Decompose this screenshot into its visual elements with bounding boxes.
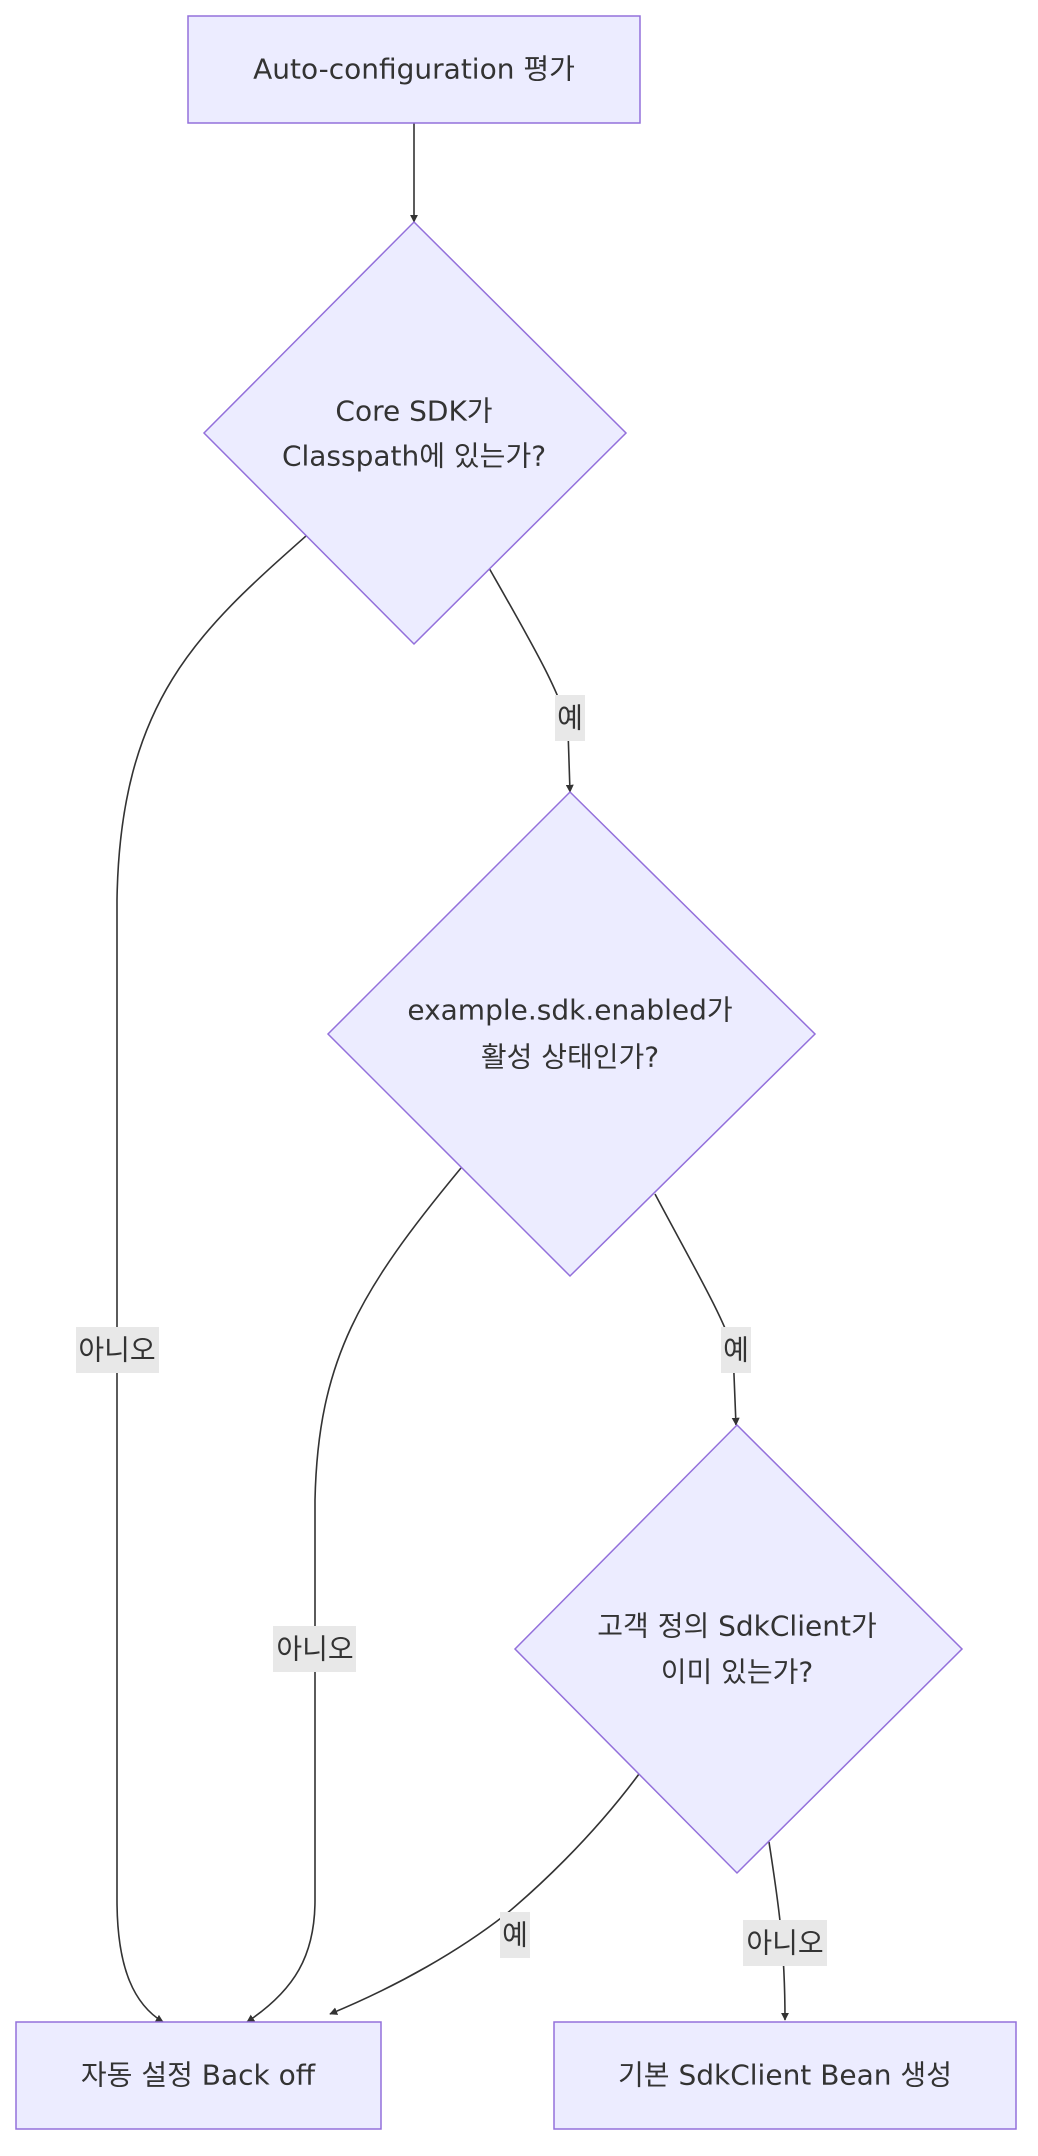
svg-text:아니오: 아니오 (746, 1927, 823, 1960)
svg-text:자동 설정 Back off: 자동 설정 Back off (81, 2059, 316, 2092)
svg-text:예: 예 (502, 1919, 528, 1952)
svg-text:Auto-configuration 평가: Auto-configuration 평가 (253, 53, 575, 86)
svg-text:예: 예 (723, 1334, 749, 1367)
svg-text:활성 상태인가?: 활성 상태인가? (481, 1041, 659, 1074)
svg-text:아니오: 아니오 (276, 1633, 353, 1666)
edge-enabled-no (246, 1167, 462, 2023)
node-core-sdk-check: Core SDK가 Classpath에 있는가? (202, 220, 628, 646)
edge-custom-yes (329, 1773, 640, 2015)
node-back-off: 자동 설정 Back off (15, 2021, 382, 2130)
svg-text:Classpath에 있는가?: Classpath에 있는가? (282, 440, 546, 473)
node-custom-client-check: 고객 정의 SdkClient가 이미 있는가? (513, 1423, 964, 1875)
edge-label-sdk-yes: 예 (555, 695, 585, 741)
edge-label-custom-yes: 예 (500, 1912, 530, 1958)
node-create-default-bean: 기본 SdkClient Bean 생성 (553, 2021, 1017, 2130)
edge-label-sdk-no: 아니오 (76, 1327, 159, 1373)
edge-enabled-yes (654, 1193, 740, 1426)
edge-sdk-no (116, 535, 307, 2023)
edge-label-enabled-yes: 예 (721, 1327, 751, 1373)
node-auto-configuration-start: Auto-configuration 평가 (187, 15, 641, 124)
svg-text:이미 있는가?: 이미 있는가? (661, 1656, 814, 1689)
svg-text:고객 정의 SdkClient가: 고객 정의 SdkClient가 (597, 1610, 876, 1643)
edge-sdk-yes (488, 567, 574, 793)
edge-label-enabled-no: 아니오 (273, 1626, 356, 1672)
svg-text:아니오: 아니오 (78, 1334, 155, 1367)
node-sdk-enabled-check: example.sdk.enabled가 활성 상태인가? (326, 790, 817, 1278)
edge-label-custom-no: 아니오 (743, 1920, 827, 1966)
svg-text:예: 예 (557, 702, 583, 735)
svg-text:example.sdk.enabled가: example.sdk.enabled가 (407, 994, 732, 1027)
svg-text:기본 SdkClient Bean 생성: 기본 SdkClient Bean 생성 (618, 2059, 952, 2092)
svg-text:Core SDK가: Core SDK가 (335, 395, 492, 428)
